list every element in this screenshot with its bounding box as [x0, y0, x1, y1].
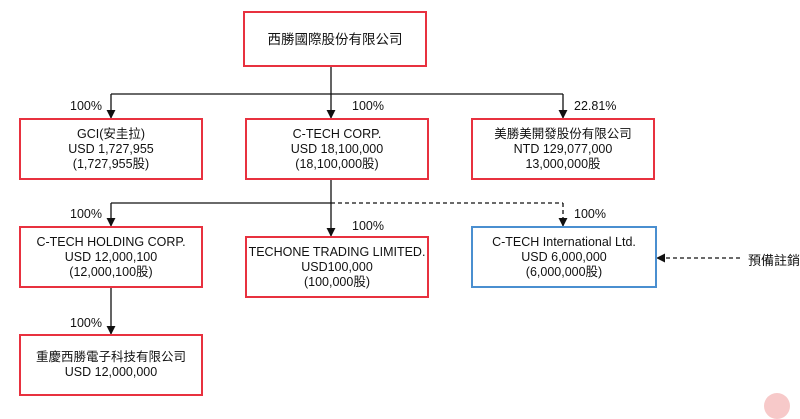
entity-gci: GCI(安圭拉) USD 1,727,955 (1,727,955股): [19, 118, 203, 180]
ownership-chongqing: 100%: [70, 316, 102, 330]
entity-holding: C-TECH HOLDING CORP. USD 12,000,100 (12,…: [19, 226, 203, 288]
entity-meisheng-name: 美勝美開發股份有限公司: [494, 126, 632, 141]
ownership-intl: 100%: [574, 207, 606, 221]
ownership-meisheng: 22.81%: [574, 99, 617, 113]
entity-ctech: C-TECH CORP. USD 18,100,000 (18,100,000股…: [245, 118, 429, 180]
pending-cancellation-note: 預備註銷: [748, 253, 800, 268]
entity-meisheng-shares: 13,000,000股: [525, 156, 601, 171]
entity-gci-shares: (1,727,955股): [72, 156, 150, 171]
entity-techone-shares: (100,000股): [303, 274, 370, 289]
ownership-ctech: 100%: [352, 99, 384, 113]
entity-techone-name: TECHONE TRADING LIMITED.: [248, 244, 426, 259]
entity-holding-capital: USD 12,000,100: [64, 249, 158, 264]
entity-chongqing-name: 重慶西勝電子科技有限公司: [35, 350, 186, 364]
ownership-holding: 100%: [70, 207, 102, 221]
entity-techone: TECHONE TRADING LIMITED. USD100,000 (100…: [245, 236, 429, 298]
entity-intl-shares: (6,000,000股): [525, 264, 603, 279]
entity-chongqing: 重慶西勝電子科技有限公司 USD 12,000,000: [19, 334, 203, 396]
entity-root-line-1: 西勝國際股份有限公司: [267, 31, 403, 47]
entity-gci-name: GCI(安圭拉): [76, 126, 146, 141]
entity-ctech-capital: USD 18,100,000: [290, 141, 384, 156]
entity-chongqing-capital: USD 12,000,000: [64, 365, 158, 379]
entity-intl: C-TECH International Ltd. USD 6,000,000 …: [471, 226, 657, 288]
connector-lines: [106, 67, 740, 335]
entity-gci-capital: USD 1,727,955: [68, 141, 154, 156]
entity-ctech-shares: (18,100,000股): [295, 156, 379, 171]
entity-root: 西勝國際股份有限公司: [243, 11, 427, 67]
entity-holding-name: C-TECH HOLDING CORP.: [36, 234, 186, 249]
entity-meisheng-capital: NTD 129,077,000: [513, 141, 613, 156]
ownership-techone: 100%: [352, 219, 384, 233]
entity-holding-shares: (12,000,100股): [69, 264, 153, 279]
entity-techone-capital: USD100,000: [301, 259, 373, 274]
ownership-gci: 100%: [70, 99, 102, 113]
entity-intl-capital: USD 6,000,000: [521, 249, 607, 264]
entity-ctech-name: C-TECH CORP.: [292, 126, 382, 141]
decorative-circle: [764, 393, 790, 419]
entity-intl-name: C-TECH International Ltd.: [492, 234, 636, 249]
entity-meisheng: 美勝美開發股份有限公司 NTD 129,077,000 13,000,000股: [471, 118, 655, 180]
